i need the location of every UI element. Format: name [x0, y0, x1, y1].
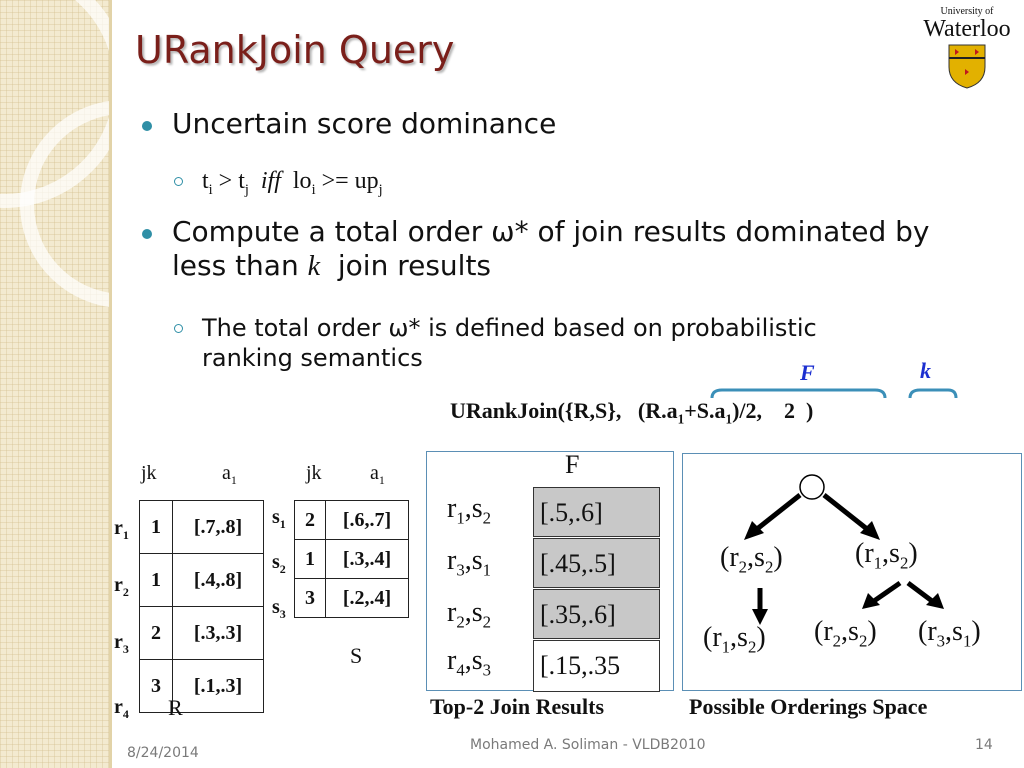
- join-caption: Top-2 Join Results: [430, 694, 605, 719]
- join-header-F: F: [565, 450, 580, 479]
- join-value-2: [.45,.5]: [533, 538, 660, 588]
- orderings-frame: [682, 453, 1022, 691]
- join-value-4: [.15,.35: [533, 640, 660, 692]
- sub-bullet-icon: [174, 177, 183, 186]
- bullet-icon: [142, 121, 152, 131]
- ordering-node-r3s1-leaf: (r3,s1): [918, 616, 981, 651]
- table-row: 1[.4,.8]: [139, 553, 264, 607]
- join-label-4: r4,s3: [447, 645, 492, 680]
- tableR-header-jk: jk: [141, 462, 157, 484]
- table-row: 3[.2,.4]: [294, 578, 409, 618]
- orderings-caption: Possible Orderings Space: [689, 694, 928, 719]
- join-label-1: r1,s2: [447, 493, 492, 528]
- root-node: [799, 474, 825, 500]
- query-expression: URankJoin({R,S}, (R.a1+S.a1)/2, 2 ): [450, 398, 814, 427]
- crest-icon: [948, 44, 986, 89]
- tableS-row-labels: s1 s2 s3: [272, 506, 286, 621]
- F-label: F: [800, 360, 815, 385]
- join-label-3: r2,s2: [447, 597, 492, 632]
- join-label-2: r3,s1: [447, 545, 492, 580]
- bullet-icon: [142, 229, 152, 239]
- bullet-total-order: Compute a total order ω* of join results…: [142, 215, 930, 284]
- query-braces: [710, 388, 958, 399]
- bullet-uncertain-dominance: Uncertain score dominance: [142, 107, 556, 141]
- table-row: 2[.3,.3]: [139, 606, 264, 660]
- tableR-header-a: a1: [222, 462, 237, 487]
- tableS-header-jk: jk: [306, 462, 322, 484]
- table-S: 2[.6,.7] 1[.3,.4] 3[.2,.4]: [294, 500, 409, 618]
- tableR-row-labels: r1 r2 r3 r4: [114, 517, 129, 721]
- k-label: k: [920, 358, 931, 383]
- table-row: 2[.6,.7]: [294, 500, 409, 540]
- ordering-node-r2s2: (r2,s2): [720, 542, 783, 577]
- footer-date: 8/24/2014: [127, 745, 199, 761]
- orderings-tree: [744, 474, 944, 625]
- ordering-node-r2s2-leaf: (r2,s2): [814, 616, 877, 651]
- tableS-header-a: a1: [370, 462, 385, 487]
- join-value-1: [.5,.6]: [533, 487, 660, 537]
- table-R: 1[.7,.8] 1[.4,.8] 2[.3,.3] 3[.1,.3]: [139, 500, 264, 713]
- join-value-3: [.35,.6]: [533, 589, 660, 639]
- decorative-sidebar: [0, 0, 112, 768]
- ordering-node-r1s2: (r1,s2): [855, 538, 918, 573]
- table-row: 1[.3,.4]: [294, 539, 409, 579]
- tableR-caption: R: [168, 695, 183, 720]
- university-logo: University of Waterloo: [912, 6, 1022, 92]
- footer-page: 14: [975, 737, 993, 753]
- table-row: 3[.1,.3]: [139, 659, 264, 713]
- tableS-caption: S: [350, 643, 363, 668]
- table-row: 1[.7,.8]: [139, 500, 264, 554]
- dominance-formula: ti > tj iff loi >= upj: [174, 166, 383, 205]
- slide-title: URankJoin Query: [135, 28, 455, 72]
- sub-bullet-ranking: The total order ω* is defined based on p…: [174, 313, 817, 373]
- ordering-node-r1s2-leaf: (r1,s2): [703, 622, 766, 657]
- sub-bullet-icon: [174, 324, 183, 333]
- footer-author: Mohamed A. Soliman - VLDB2010: [470, 737, 706, 753]
